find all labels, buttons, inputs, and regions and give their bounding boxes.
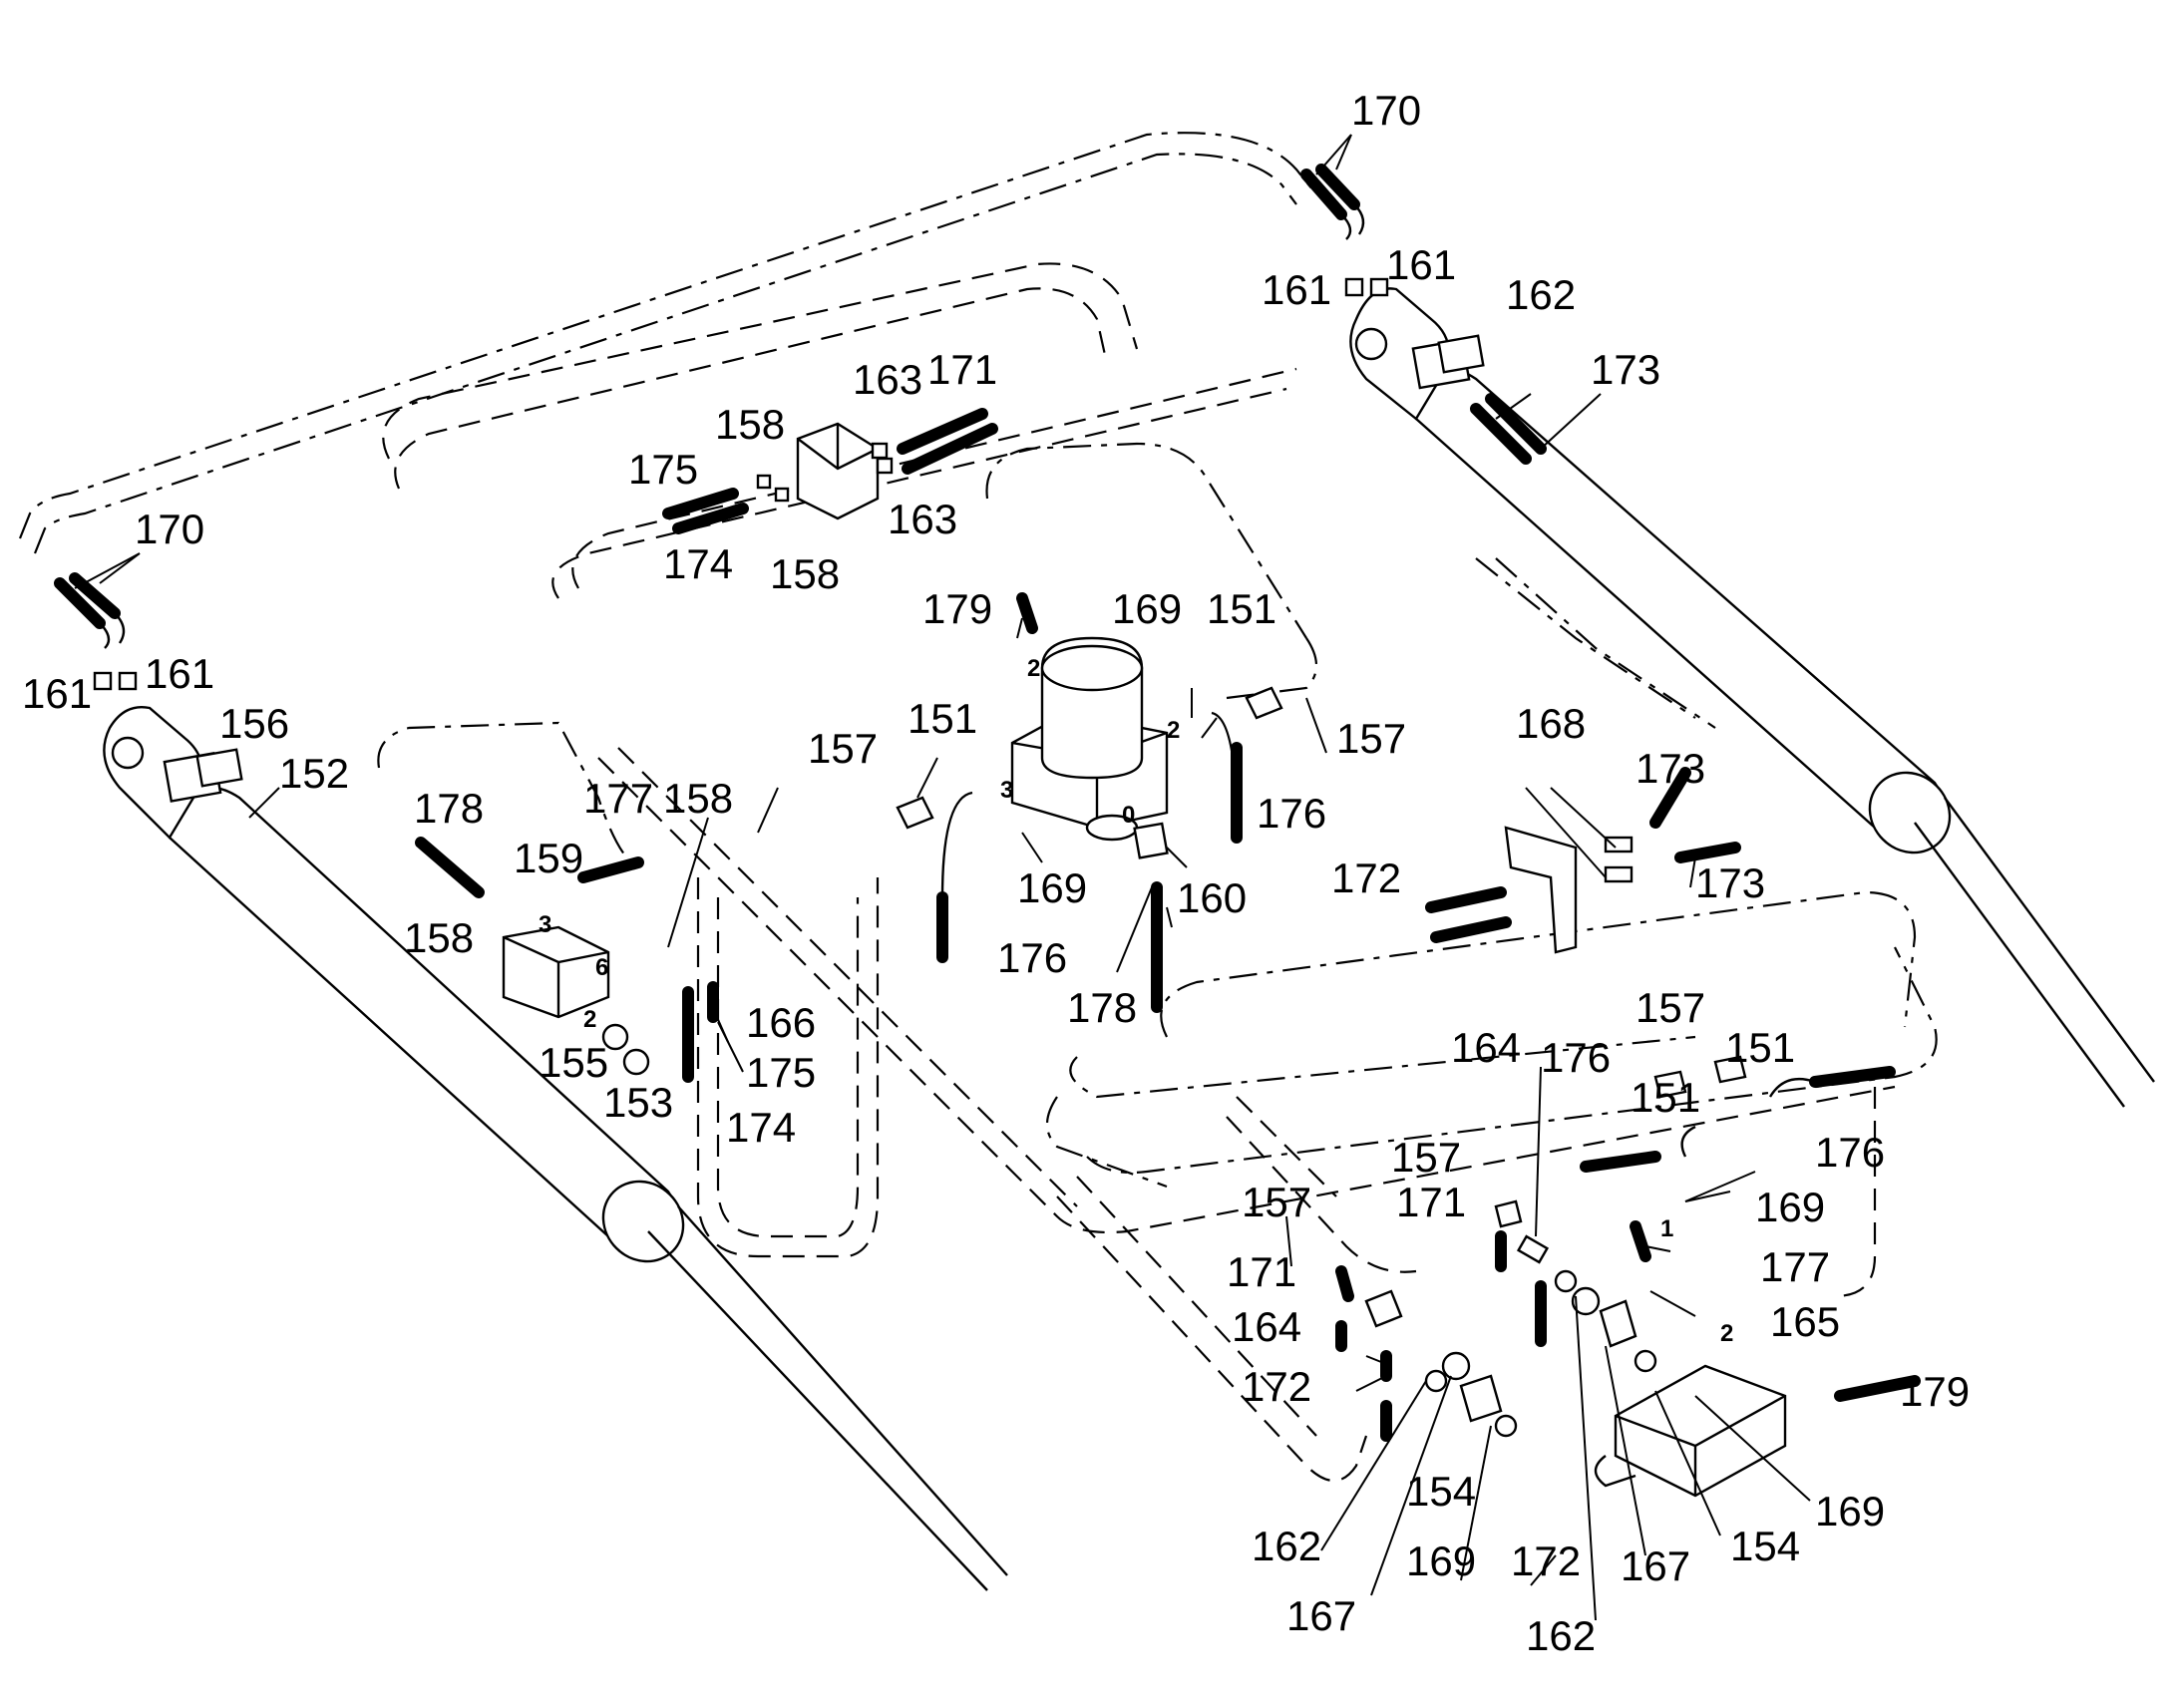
callout-152: 152 <box>279 750 349 797</box>
callout-176: 176 <box>997 934 1067 981</box>
port-mark: 2 <box>1167 717 1180 744</box>
dashed-hose-routes <box>18 132 1938 1482</box>
callout-158: 158 <box>715 401 785 448</box>
callout-171: 171 <box>1396 1179 1466 1225</box>
callout-173: 173 <box>1635 745 1705 792</box>
callout-labels: 170 170 161 161 161 161 162 162 162 173 … <box>22 87 1970 1659</box>
callout-156: 156 <box>219 700 289 747</box>
callout-169: 169 <box>1112 585 1182 632</box>
port-mark: 2 <box>1027 655 1040 682</box>
callout-160: 160 <box>1177 874 1247 921</box>
callout-153: 153 <box>603 1079 673 1126</box>
callout-161: 161 <box>145 650 214 697</box>
port-marks: 2 2 3 0 3 6 2 1 2 <box>539 655 1733 1347</box>
callout-167: 167 <box>1286 1592 1356 1639</box>
callout-173: 173 <box>1695 859 1765 906</box>
callout-157: 157 <box>1635 984 1705 1031</box>
callout-151: 151 <box>1207 585 1276 632</box>
callout-154: 154 <box>1406 1468 1476 1515</box>
callout-161: 161 <box>1262 266 1331 313</box>
callout-151: 151 <box>1631 1074 1700 1121</box>
callout-172: 172 <box>1511 1537 1581 1584</box>
callout-177: 177 <box>1760 1243 1830 1290</box>
callout-162: 162 <box>1252 1523 1321 1569</box>
callout-169: 169 <box>1755 1184 1825 1230</box>
callout-161: 161 <box>1386 241 1456 288</box>
port-mark: 2 <box>1720 1320 1733 1347</box>
callout-169: 169 <box>1017 864 1087 911</box>
callout-162: 162 <box>1506 271 1576 318</box>
callout-171: 171 <box>1227 1248 1296 1295</box>
port-mark: 3 <box>1000 777 1013 804</box>
bracket-168 <box>1425 826 1741 954</box>
callout-163: 163 <box>853 356 922 403</box>
callout-168: 168 <box>1516 700 1586 747</box>
bottom-right-manifold <box>1580 1055 1921 1498</box>
callout-158: 158 <box>663 775 733 822</box>
callout-162: 162 <box>1526 1612 1596 1659</box>
port-mark: 3 <box>539 911 551 938</box>
port-mark: 1 <box>1660 1215 1673 1242</box>
callout-164: 164 <box>1451 1024 1521 1071</box>
callout-178: 178 <box>1067 984 1137 1031</box>
callout-178: 178 <box>414 785 484 832</box>
callout-151: 151 <box>908 695 977 742</box>
callout-176: 176 <box>1815 1129 1885 1176</box>
callout-155: 155 <box>539 1039 608 1086</box>
port-mark: 6 <box>595 954 608 981</box>
callout-165: 165 <box>1770 1298 1840 1345</box>
callout-164: 164 <box>1232 1303 1301 1350</box>
callout-179: 179 <box>922 585 992 632</box>
hose-pairs-170 <box>54 164 1547 691</box>
callout-177: 177 <box>583 775 653 822</box>
callout-169: 169 <box>1815 1488 1885 1535</box>
callout-157: 157 <box>1242 1179 1311 1225</box>
callout-157: 157 <box>1391 1134 1461 1181</box>
callout-176: 176 <box>1541 1034 1611 1081</box>
callout-158: 158 <box>770 550 840 597</box>
port-mark: 0 <box>1122 802 1135 829</box>
right-cylinder <box>1349 287 2155 1108</box>
callout-157: 157 <box>1336 715 1406 762</box>
top-valve-block <box>662 408 998 534</box>
fittings-center <box>896 592 1691 1013</box>
left-cylinder <box>103 706 1008 1591</box>
callout-151: 151 <box>1725 1024 1795 1071</box>
callout-167: 167 <box>1621 1542 1690 1589</box>
callout-157: 157 <box>808 725 878 772</box>
callout-172: 172 <box>1331 854 1401 901</box>
left-manifold-block <box>415 837 719 1083</box>
callout-170: 170 <box>135 506 204 552</box>
bottom-center-fittings <box>1335 1199 1657 1442</box>
callout-154: 154 <box>1730 1523 1800 1569</box>
callout-158: 158 <box>404 914 474 961</box>
callout-169: 169 <box>1406 1537 1476 1584</box>
callout-170: 170 <box>1351 87 1421 134</box>
callout-173: 173 <box>1591 346 1660 393</box>
callout-159: 159 <box>514 835 583 881</box>
leader-lines <box>74 134 1811 1621</box>
callout-163: 163 <box>888 496 957 542</box>
callout-175: 175 <box>746 1049 816 1096</box>
motor-assembly <box>1010 636 1169 859</box>
callout-176: 176 <box>1257 790 1326 837</box>
callout-166: 166 <box>746 999 816 1046</box>
callout-174: 174 <box>663 540 733 587</box>
callout-172: 172 <box>1242 1363 1311 1410</box>
callout-161: 161 <box>22 670 92 717</box>
callout-175: 175 <box>628 446 698 493</box>
callout-171: 171 <box>927 346 997 393</box>
callout-179: 179 <box>1900 1368 1970 1415</box>
callout-174: 174 <box>726 1104 796 1151</box>
port-mark: 2 <box>583 1006 596 1033</box>
